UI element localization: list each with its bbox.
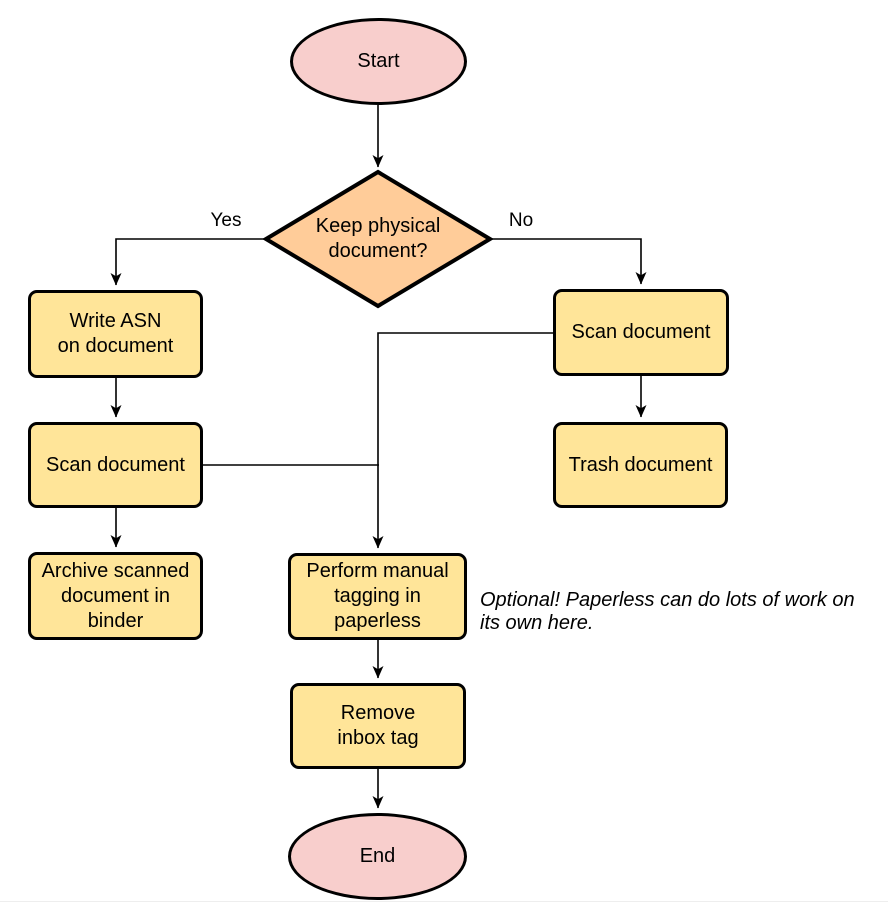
node-write-asn: Write ASN on document	[28, 290, 203, 378]
edge-decision-yes-to-write-asn	[110, 238, 266, 286]
node-trash-document: Trash document	[553, 422, 728, 508]
node-start: Start	[290, 18, 467, 105]
edge-label-no: No	[508, 210, 534, 231]
edge-decision-no-to-scan-right	[490, 238, 647, 285]
node-remove-inbox-tag: Remove inbox tag	[290, 683, 466, 769]
node-decision-label: Keep physical document?	[315, 215, 441, 262]
node-end: End	[288, 813, 467, 900]
node-scan-document-right: Scan document	[553, 289, 729, 376]
node-scan-document-left: Scan document	[28, 422, 203, 508]
edge-scan-right-to-tagging	[372, 332, 553, 549]
page-bottom-divider	[0, 901, 888, 902]
annotation-optional-paperless: Optional! Paperless can do lots of work …	[480, 589, 855, 634]
node-perform-manual-tagging: Perform manual tagging in paperless	[288, 553, 467, 640]
edge-label-yes: Yes	[210, 210, 242, 231]
node-archive-scanned: Archive scanned document in binder	[28, 552, 203, 640]
decision-diamond	[262, 169, 494, 309]
